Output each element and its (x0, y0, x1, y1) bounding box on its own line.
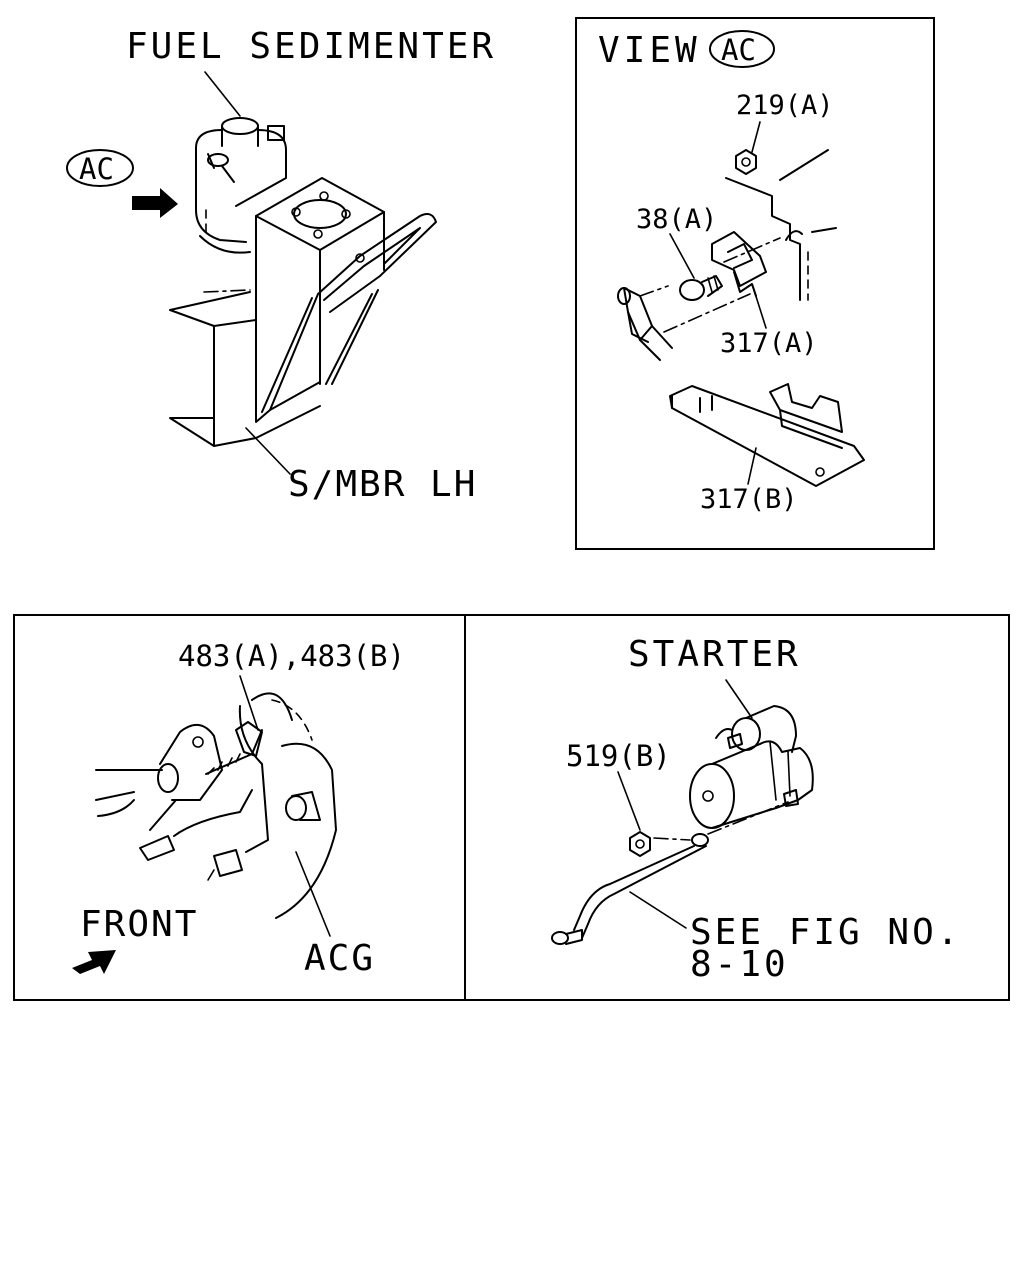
view-ac-frame (575, 17, 935, 550)
harness-connector-drawing (617, 287, 673, 361)
callout-38a: 38(A) (636, 204, 717, 235)
nut-519b-drawing (629, 831, 651, 857)
callout-219a: 219(A) (736, 90, 834, 121)
acg-label: ACG (304, 938, 375, 979)
view-ac-title: VIEW (598, 30, 701, 71)
see-fig-line1: SEE FIG NO. (690, 912, 961, 953)
bracket-drawing (255, 177, 437, 423)
callout-317b: 317(B) (700, 484, 798, 515)
callout-519b: 519(B) (566, 739, 671, 773)
view-ac-marker-text: AC (79, 152, 114, 186)
acg-leader (295, 851, 331, 937)
starter-label: STARTER (628, 634, 801, 675)
bolt-38a-drawing (679, 275, 723, 301)
fuel-sedimenter-label: FUEL SEDIMENTER (126, 26, 496, 67)
fuel-sedimenter-leader (204, 71, 241, 117)
rail-edge-drawing (725, 177, 801, 301)
side-member-label: S/MBR LH (288, 464, 477, 505)
bracket-317b-drawing (669, 383, 865, 487)
callout-483: 483(A),483(B) (178, 639, 405, 673)
starter-leader (725, 679, 753, 719)
starter-panel: STARTER 519(B) SEE FIG NO. 8-10 (464, 614, 1010, 1001)
acg-panel: 483(A),483(B) FRONT ACG (13, 614, 466, 1001)
callout-317a: 317(A) (720, 328, 818, 359)
front-label: FRONT (80, 904, 198, 945)
main-view: FUEL SEDIMENTER AC (66, 26, 496, 505)
fuel-sedimenter-drawing (195, 117, 287, 254)
nut-219a-drawing (735, 149, 757, 175)
view-ac-title-marker (709, 30, 775, 68)
view-direction-arrow-icon (132, 188, 178, 218)
starter-motor-drawing (689, 705, 814, 829)
view-ac-panel: VIEW AC 219(A) 38(A) (575, 17, 935, 550)
starter-frame (464, 614, 1010, 1001)
side-member-leader (245, 427, 291, 475)
see-fig-leader (629, 891, 687, 929)
starter-cable-drawing (551, 833, 709, 945)
front-direction-arrow-icon (72, 950, 116, 974)
view-ac-marker: AC (66, 149, 178, 218)
view-ac-title-marker-text: AC (721, 33, 756, 67)
acg-drawing (95, 692, 337, 919)
see-fig-line2: 8-10 (690, 944, 789, 985)
side-member-drawing (169, 289, 321, 447)
